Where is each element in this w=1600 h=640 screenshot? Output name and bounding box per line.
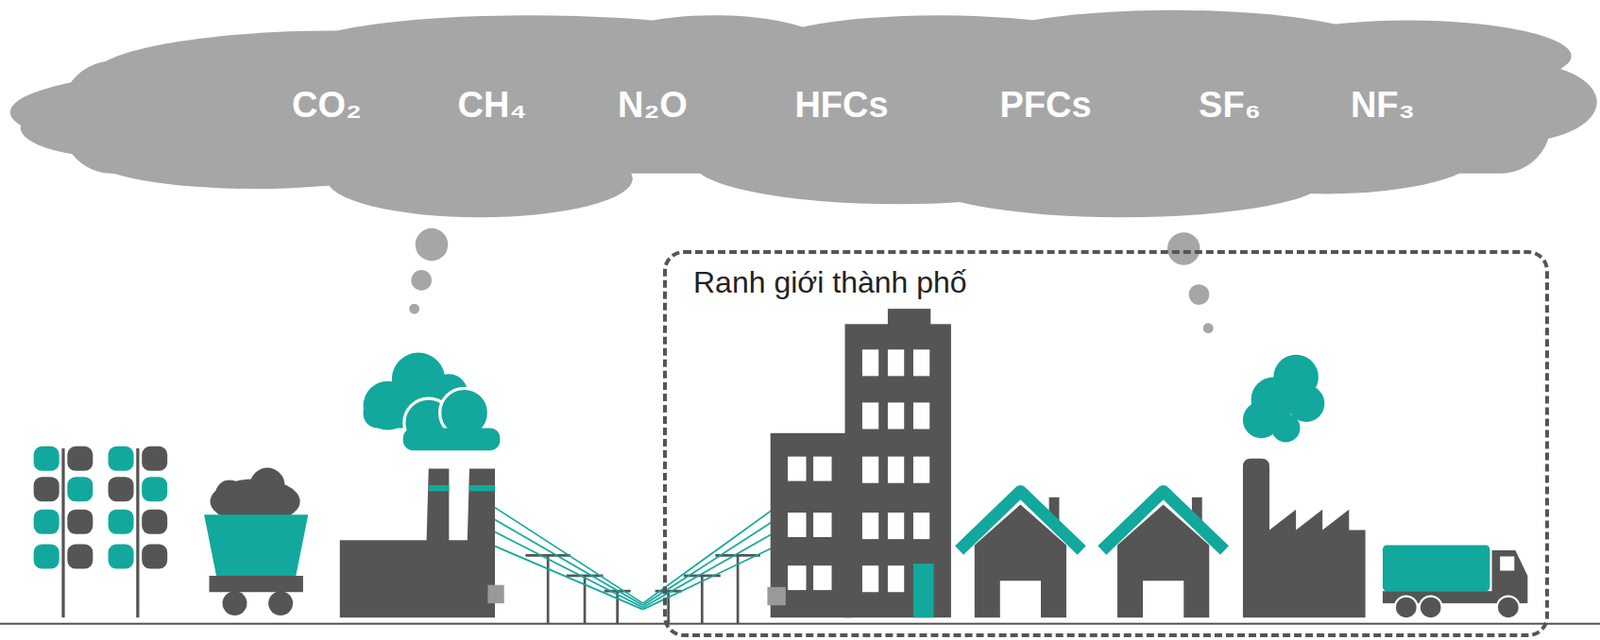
- city-boundary: Ranh giới thành phố: [663, 250, 1549, 638]
- office-building: [766, 308, 951, 618]
- gas-label: PFCs: [999, 85, 1091, 126]
- gas-cloud: CO₂ CH₄ N₂O HFCs PFCs SF₆ NF₃: [0, 0, 1600, 227]
- coal-cart: [204, 468, 308, 617]
- power-lines: [494, 508, 776, 625]
- thought-bubbles: [408, 228, 1213, 334]
- factory: [1242, 355, 1366, 619]
- gas-label: CO₂: [291, 85, 362, 126]
- houses: [959, 491, 1226, 618]
- power-plant: [340, 353, 505, 619]
- boundary-label: Ranh giới thành phố: [693, 265, 968, 301]
- truck: [1382, 545, 1528, 620]
- gas-label: NF₃: [1350, 85, 1415, 126]
- crop-plants: [34, 446, 169, 618]
- gas-label: CH₄: [458, 85, 528, 126]
- gas-label: N₂O: [617, 85, 688, 126]
- gas-label: SF₆: [1198, 85, 1261, 126]
- ground-line: [0, 623, 1600, 626]
- gas-label: HFCs: [794, 85, 888, 126]
